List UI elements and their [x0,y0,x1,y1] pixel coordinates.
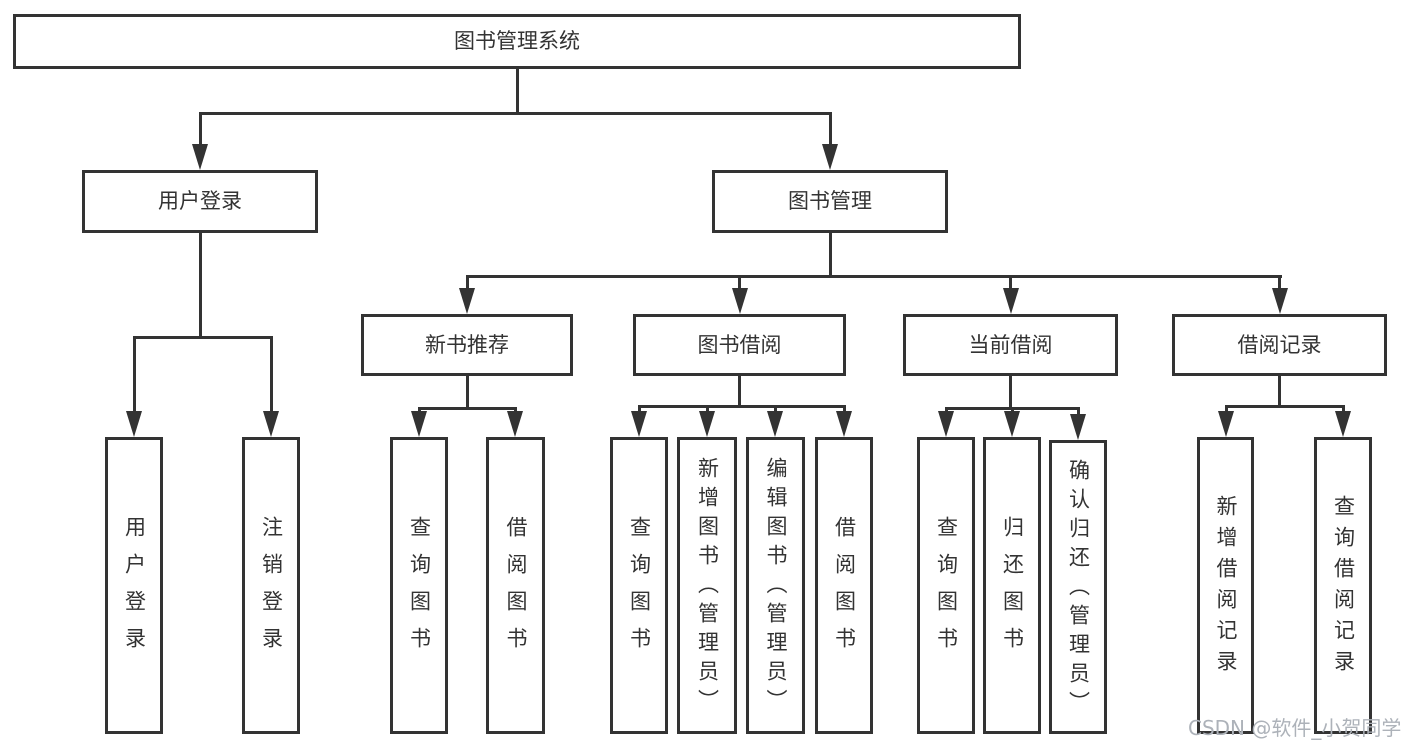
leaf-confirm-return-admin: 确认归还（管理员） [1049,440,1107,734]
arrow-down-icon [411,411,427,437]
node-book-borrow-label: 图书借阅 [697,332,782,357]
connector-line [515,69,519,112]
connector-line [637,405,846,408]
leaf-query-books-recommend-label: 查询图书 [407,515,432,664]
connector-line [1224,408,1228,413]
connector-line [828,233,832,275]
connector-line [198,112,832,115]
connector-line [1278,278,1281,290]
leaf-query-borrow-record-label: 查询借阅记录 [1331,495,1356,681]
leaf-edit-books-admin-label: 编辑图书（管理员） [764,457,788,718]
node-user-login-label: 用户登录 [158,189,242,213]
node-book-borrow: 图书借阅 [633,314,846,376]
connector-line [198,233,202,336]
node-book-management: 图书管理 [712,170,948,233]
node-new-book-recommend-label: 新书推荐 [425,332,509,357]
connector-line [465,376,469,407]
connector-line [828,115,832,146]
leaf-query-books-borrow: 查询图书 [610,437,668,734]
node-user-login: 用户登录 [82,170,318,233]
connector-line [465,275,1282,278]
leaf-user-login: 用户登录 [105,437,163,734]
connector-line [1341,408,1345,413]
connector-line [842,408,846,413]
leaf-add-books-admin: 新增图书（管理员） [677,437,737,734]
leaf-return-books: 归还图书 [983,437,1041,734]
arrow-down-icon [938,411,954,437]
leaf-user-login-label: 用户登录 [122,515,147,664]
connector-line [1278,376,1281,405]
arrow-down-icon [126,411,142,437]
arrow-down-icon [836,411,852,437]
connector-line [198,115,202,146]
connector-line [1009,376,1012,407]
leaf-add-books-admin-label: 新增图书（管理员） [695,457,720,718]
arrow-down-icon [459,288,475,314]
leaf-query-books-current: 查询图书 [917,437,975,734]
connector-line [132,339,136,413]
leaf-confirm-return-admin-label: 确认归还（管理员） [1066,458,1091,720]
connector-line [738,376,741,405]
arrow-down-icon [1335,411,1351,437]
leaf-logout: 注销登录 [242,437,300,734]
connector-line [465,278,469,290]
connector-line [269,339,273,413]
node-root-label: 图书管理系统 [454,29,580,53]
connector-line [1076,410,1080,414]
connector-line [1009,278,1012,290]
connector-line [774,408,777,413]
node-new-book-recommend: 新书推荐 [361,314,573,376]
arrow-down-icon [1004,411,1020,437]
arrow-down-icon [631,411,647,437]
connector-line [1224,405,1345,408]
node-current-borrow: 当前借阅 [903,314,1118,376]
arrow-down-icon [822,144,838,170]
connector-line [738,278,741,290]
connector-line [944,407,1080,410]
node-borrow-records-label: 借阅记录 [1237,332,1322,357]
arrow-down-icon [731,288,748,314]
arrow-down-icon [1218,411,1234,437]
leaf-add-borrow-record: 新增借阅记录 [1197,437,1254,734]
connector-line [637,408,641,413]
leaf-add-borrow-record-label: 新增借阅记录 [1214,495,1238,681]
arrow-down-icon [1002,288,1019,314]
node-current-borrow-label: 当前借阅 [968,332,1053,357]
node-borrow-records: 借阅记录 [1172,314,1387,376]
leaf-borrow-books: 借阅图书 [815,437,873,734]
arrow-down-icon [767,411,783,437]
node-book-management-label: 图书管理 [788,189,872,213]
arrow-down-icon [699,411,715,437]
leaf-borrow-books-recommend-label: 借阅图书 [504,515,528,664]
arrow-down-icon [1070,414,1086,440]
arrow-down-icon [192,144,208,170]
leaf-query-books-borrow-label: 查询图书 [627,515,652,664]
node-root: 图书管理系统 [13,14,1021,69]
leaf-edit-books-admin: 编辑图书（管理员） [746,437,805,734]
leaf-logout-label: 注销登录 [259,515,284,664]
connector-line [132,336,273,339]
leaf-query-borrow-record: 查询借阅记录 [1314,437,1372,734]
connector-line [705,408,709,413]
leaf-borrow-books-label: 借阅图书 [832,515,857,664]
arrow-down-icon [263,411,279,437]
arrow-down-icon [1271,288,1288,314]
leaf-return-books-label: 归还图书 [1000,515,1025,664]
watermark: CSDN @软件_小贺同学 [1188,716,1402,740]
connector-line [417,407,517,410]
leaf-query-books-current-label: 查询图书 [934,515,959,664]
leaf-borrow-books-recommend: 借阅图书 [486,437,545,734]
arrow-down-icon [507,411,523,437]
leaf-query-books-recommend: 查询图书 [390,437,448,734]
